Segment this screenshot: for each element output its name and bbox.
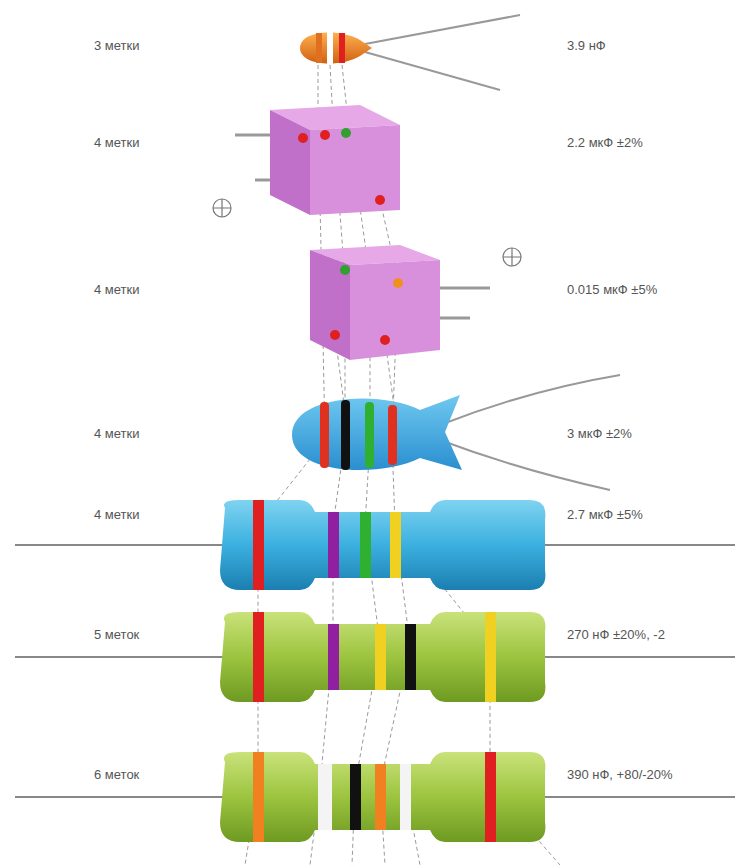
value-label: 2.7 мкФ ±5% — [565, 507, 645, 523]
value-label: 3.9 нФ — [565, 38, 608, 54]
band-count-label: 4 метки — [92, 282, 141, 298]
band-count-label: 3 метки — [92, 38, 141, 54]
tantalum-capacitor — [310, 245, 521, 360]
axial-capacitor — [15, 500, 735, 590]
value-label: 0.015 мкФ ±5% — [565, 282, 659, 298]
tantalum-capacitor — [213, 105, 400, 217]
band-count-label: 4 метки — [92, 426, 141, 442]
axial-capacitor — [15, 752, 735, 842]
band-count-label: 6 меток — [92, 767, 141, 783]
band-count-label: 4 метки — [92, 507, 141, 523]
band-count-label: 4 метки — [92, 135, 141, 151]
band-count-label: 5 меток — [92, 627, 141, 643]
ceramic-capacitor — [300, 15, 520, 90]
value-label: 2.2 мкФ ±2% — [565, 135, 645, 151]
axial-capacitor — [15, 612, 735, 702]
value-label: 390 нФ, +80/-20% — [565, 767, 675, 783]
value-label: 3 мкФ ±2% — [565, 426, 634, 442]
value-label: 270 нФ ±20%, -2 — [565, 627, 667, 643]
